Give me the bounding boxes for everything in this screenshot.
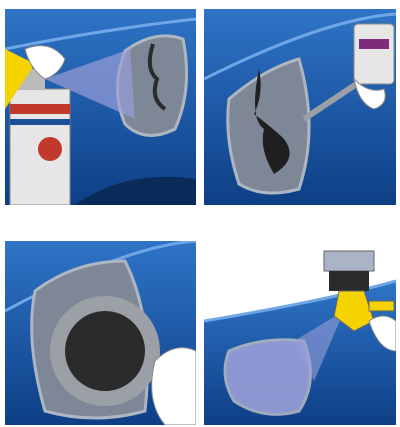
applicator-gun-icon (354, 24, 394, 84)
repair-patch (225, 340, 310, 415)
step-1-illustration (5, 9, 196, 205)
step-3-sand-pad-panel (5, 241, 196, 425)
step-4-spray-paint-panel (204, 241, 396, 425)
sanding-pad-icon (50, 296, 160, 406)
step-2-apply-filler-panel (204, 9, 396, 205)
step-3-illustration (5, 241, 196, 425)
step-4-illustration (204, 241, 396, 425)
spray-can-icon (10, 69, 70, 205)
hand-icon (152, 348, 196, 425)
step-1-spray-cleaner-panel (5, 9, 196, 205)
step-2-illustration (204, 9, 396, 205)
